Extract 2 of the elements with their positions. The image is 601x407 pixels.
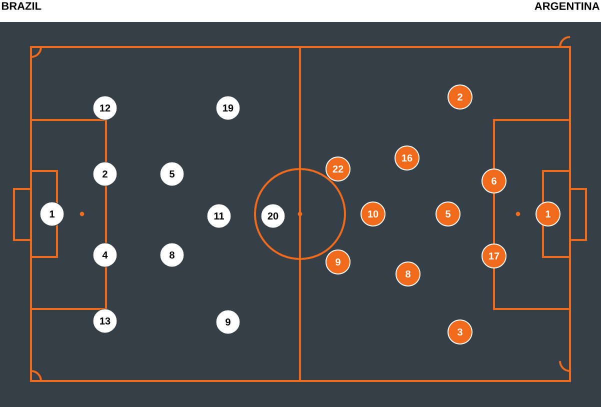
team-name: ARGENTINA <box>534 2 600 10</box>
team-name: BRAZIL <box>2 2 42 10</box>
